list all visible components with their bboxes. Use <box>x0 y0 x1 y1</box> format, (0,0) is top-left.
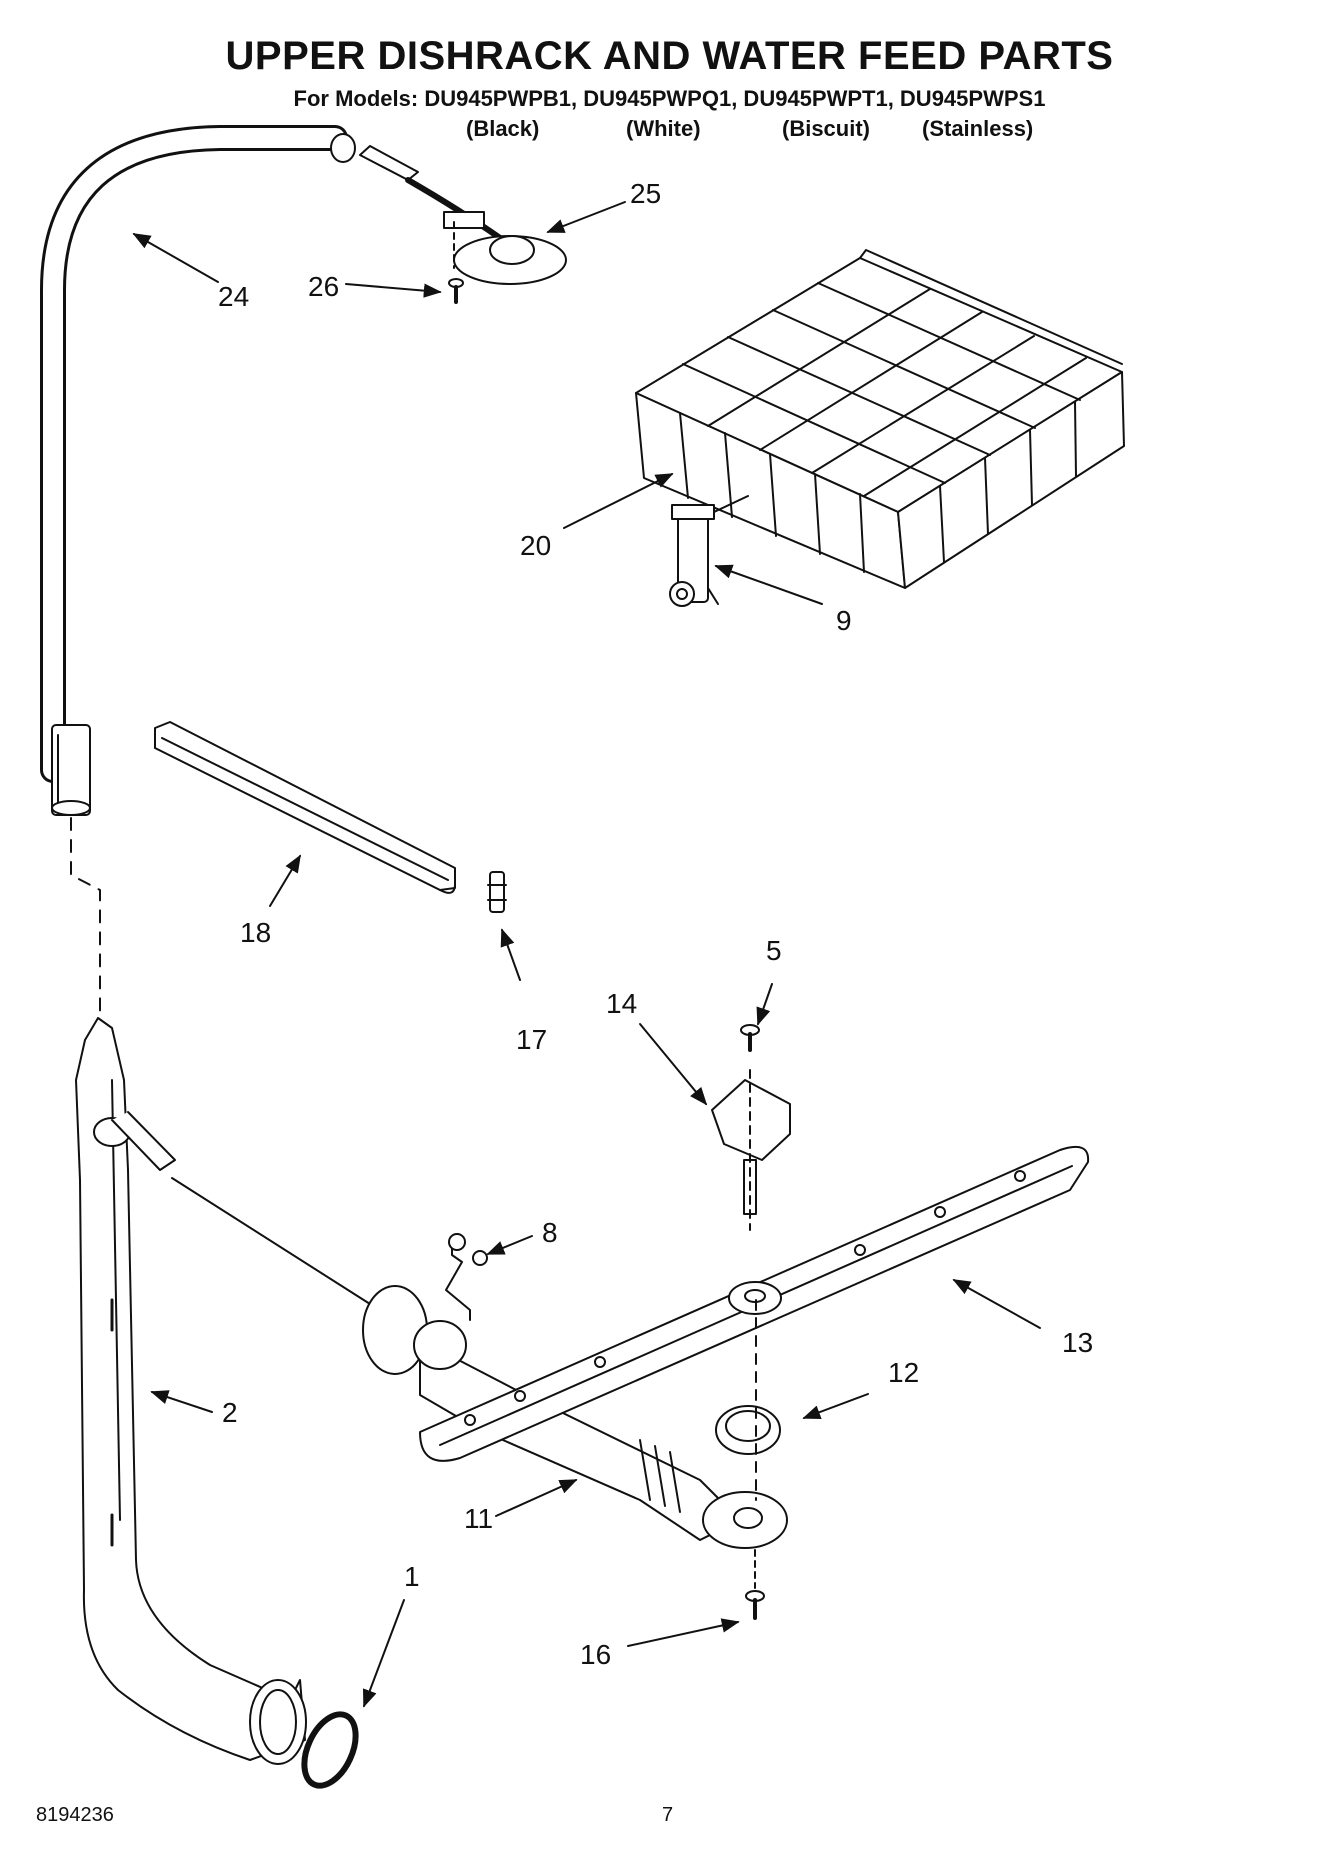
color-label-black: (Black) <box>466 116 540 141</box>
models-line: For Models: DU945PWPB1, DU945PWPQ1, DU94… <box>293 86 1046 111</box>
leader-8 <box>486 1235 533 1255</box>
callout-14: 14 <box>606 988 637 1019</box>
page-number: 7 <box>662 1804 674 1826</box>
callout-24: 24 <box>218 281 249 312</box>
rack-rail-part-18 <box>154 721 456 894</box>
callout-18: 18 <box>240 917 271 948</box>
leader-16 <box>627 1618 740 1647</box>
callout-8: 8 <box>542 1217 558 1248</box>
water-conduit-part-2 <box>75 1017 307 1765</box>
upper-spray-arm-part-13 <box>419 1146 1090 1462</box>
rack-adjuster-part-9 <box>669 495 749 607</box>
callout-9: 9 <box>836 605 852 636</box>
leader-5 <box>756 983 773 1026</box>
upper-dishrack-part-20 <box>635 249 1125 589</box>
screw-part-26 <box>448 221 464 304</box>
leader-11 <box>495 1479 578 1517</box>
leader-25 <box>546 201 626 233</box>
callout-5: 5 <box>766 935 782 966</box>
screw-part-16 <box>745 1549 765 1620</box>
document-number: 8194236 <box>36 1804 114 1826</box>
dashed-connector-line <box>70 817 101 1031</box>
callout-1: 1 <box>404 1561 420 1592</box>
leader-26 <box>345 283 442 298</box>
screw-part-5 <box>740 1024 760 1052</box>
leader-9 <box>714 564 823 605</box>
color-label-white: (White) <box>626 116 701 141</box>
color-label-biscuit: (Biscuit) <box>782 116 870 141</box>
callout-11: 11 <box>464 1503 493 1534</box>
spray-manifold-part-11 <box>362 1285 788 1549</box>
leader-14 <box>639 1023 708 1106</box>
clip-part-8 <box>445 1233 488 1321</box>
o-ring-part-1 <box>301 1711 359 1789</box>
callout-17: 17 <box>516 1024 547 1055</box>
callout-13: 13 <box>1062 1327 1093 1358</box>
leader-18 <box>269 854 301 907</box>
callout-20: 20 <box>520 530 551 561</box>
callout-25: 25 <box>630 178 661 209</box>
rail-stop-part-17 <box>487 871 507 913</box>
leader-2 <box>150 1390 213 1413</box>
leader-12 <box>802 1393 869 1420</box>
leader-13 <box>952 1279 1041 1329</box>
callout-2: 2 <box>222 1397 238 1428</box>
bearing-ring-part-12 <box>715 1299 781 1501</box>
leader-17 <box>500 928 521 981</box>
bracket-part-14 <box>711 1069 791 1231</box>
callout-16: 16 <box>580 1639 611 1670</box>
leader-24 <box>132 233 219 283</box>
page-title: UPPER DISHRACK AND WATER FEED PARTS <box>225 34 1114 78</box>
callout-12: 12 <box>888 1357 919 1388</box>
color-label-stainless: (Stainless) <box>922 116 1034 141</box>
supply-tube-part-24 <box>40 125 356 816</box>
leader-20 <box>563 473 674 529</box>
feed-connector-part-25 <box>359 145 567 285</box>
callout-26: 26 <box>308 271 339 302</box>
assembly-line-conduit <box>171 1177 371 1305</box>
leader-1 <box>362 1599 405 1708</box>
